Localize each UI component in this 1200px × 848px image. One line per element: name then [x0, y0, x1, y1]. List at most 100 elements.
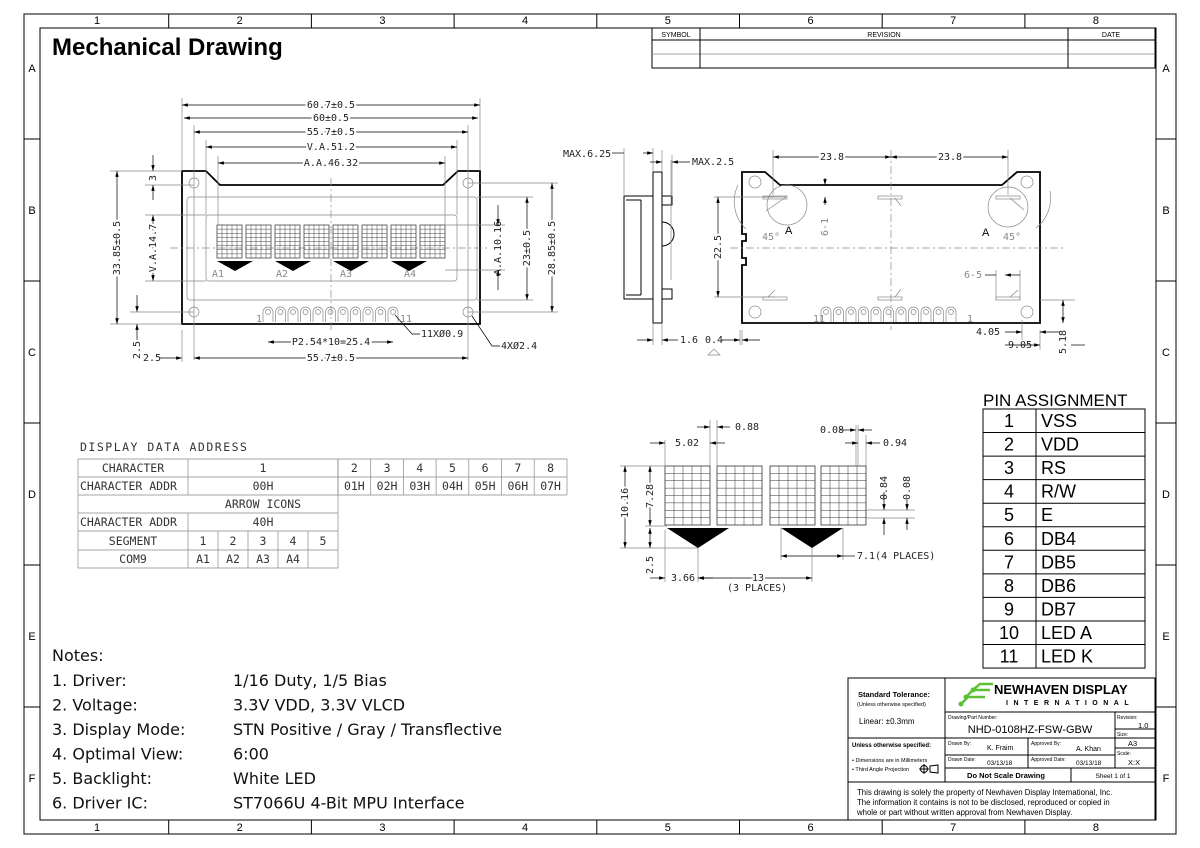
dim-max-pin: MAX.2.5 [692, 157, 734, 168]
inner-border [39, 27, 1157, 821]
side-view: MAX.6.25 MAX.2.5 1.6 0.4 [563, 148, 760, 356]
revision-value: 1.0 [1138, 721, 1148, 730]
pin-hole [327, 309, 334, 315]
pin-pad [945, 306, 957, 322]
dim-13-note: (3 PLACES) [727, 583, 787, 594]
date-header: DATE [1102, 32, 1120, 39]
icon-label: A4 [404, 269, 416, 280]
zone-col-label: 1 [94, 15, 100, 27]
pin-hole [352, 309, 359, 315]
back-pin-1-label: 1 [967, 314, 973, 325]
revision-header: REVISION [867, 32, 900, 39]
dim-gap: 0.4 [705, 335, 723, 346]
pin-hole-callout: 11XØ0.9 [421, 328, 463, 340]
dim-bottom-edge: 2.5 [132, 341, 143, 359]
tolerance-sub: (Unless otherwise specified) [857, 702, 926, 708]
disclaimer-line: The information it contains is not to be… [857, 798, 1110, 807]
icon-label: A2 [276, 269, 288, 280]
pin-pad [933, 306, 944, 322]
pin-pad [908, 306, 919, 322]
zone-row-label: F [1163, 773, 1170, 785]
pin-hole [935, 309, 942, 315]
character-address: 05H [475, 479, 496, 493]
pin-hole [923, 309, 929, 315]
note-value: ST7066U 4-Bit MPU Interface [233, 794, 465, 813]
dim-7-1: 7.1(4 PLACES) [857, 551, 935, 562]
pin-pad [920, 306, 932, 322]
mount-hole-callout: 4XØ2.4 [501, 340, 537, 352]
pin-hole [377, 309, 384, 315]
page-title: Mechanical Drawing [52, 34, 283, 61]
note-label: 4. Optimal View: [52, 745, 183, 764]
dim-left-edge: 2.5 [143, 353, 161, 364]
pin-hole [315, 309, 321, 315]
pin-hole [848, 309, 854, 315]
character-address: 02H [377, 479, 398, 493]
pin-hole [885, 309, 892, 315]
dimensions-mm: • Dimensions are in Millimeters [852, 758, 928, 764]
pin-pad [845, 306, 857, 322]
pin-name: DB6 [1041, 576, 1076, 596]
dim-6-1: 6-1 [820, 218, 831, 236]
pin-1-label: 1 [256, 314, 262, 325]
pin-hole [277, 309, 284, 315]
dim-0-84: 0.84 [879, 476, 890, 500]
segment-number: 1 [200, 534, 207, 548]
pin-name: LED K [1041, 647, 1093, 667]
part-number-label: Drawing/Part Number: [948, 715, 997, 721]
pin-pad [387, 306, 399, 322]
dim-7-28: 7.28 [645, 484, 656, 508]
pin-pad [337, 306, 349, 322]
pin-number: 9 [1004, 599, 1014, 619]
dim-hole-pitch-v: 28.85±0.5 [547, 221, 558, 275]
character-number: 6 [482, 461, 489, 475]
dim-5-02: 5.02 [675, 438, 699, 449]
dim-0-08-top: 0.08 [820, 425, 844, 436]
pin-number: 5 [1004, 505, 1014, 525]
arrow-icon [217, 261, 253, 271]
zone-col-label: 5 [665, 822, 671, 834]
zone-row-label: B [1162, 205, 1169, 217]
outer-border [23, 13, 1177, 835]
dim-hole-pitch-top: 55.7±0.5 [307, 127, 355, 138]
pin-pad [350, 306, 361, 322]
pin-number: 2 [1004, 435, 1014, 455]
dim-0-88: 0.88 [735, 422, 759, 433]
segment-number: 3 [260, 534, 267, 548]
pin-pad [870, 306, 882, 322]
third-angle-projection-icon [919, 764, 939, 774]
zone-col-label: 7 [950, 15, 956, 27]
segment-number: 2 [230, 534, 237, 548]
zone-col-label: 3 [379, 822, 385, 834]
approved-by-label: Approved By: [1031, 741, 1061, 747]
zone-col-label: 2 [237, 15, 243, 27]
linear-tolerance: Linear: ±0.3mm [859, 717, 915, 726]
note-value: 6:00 [233, 745, 269, 764]
dim-height: 33.85±0.5 [112, 221, 123, 275]
approved-date-label: Approved Date: [1031, 757, 1066, 763]
dim-9-05: 9.05 [1008, 340, 1032, 351]
tolerance-heading: Standard Tolerance: [858, 690, 930, 699]
angle-left: 45° [762, 232, 780, 243]
character-cells [216, 224, 446, 271]
icon-label: A1 [212, 269, 224, 280]
pin-pad [287, 306, 299, 322]
character-number: 3 [384, 461, 391, 475]
notes-heading: Notes: [52, 646, 104, 665]
pin-number: 8 [1004, 576, 1014, 596]
arrow-icon [275, 261, 311, 271]
zone-col-label: 6 [807, 15, 813, 27]
pin-name: DB7 [1041, 599, 1076, 619]
character-number: 8 [547, 461, 554, 475]
com-value: A4 [286, 552, 300, 566]
zone-row-label: E [28, 631, 35, 643]
detail-a-right: A [982, 227, 990, 239]
pin-pad [895, 306, 907, 322]
zone-col-label: 4 [522, 15, 528, 27]
disclaimer-line: This drawing is solely the property of N… [857, 788, 1112, 797]
title-block: Standard Tolerance: (Unless otherwise sp… [847, 677, 1156, 821]
back-view: 11 1 23.8 23.8 22.5 6-1 6-5 4.05 9.05 5.… [711, 150, 1085, 354]
com-header: COM9 [119, 552, 147, 566]
